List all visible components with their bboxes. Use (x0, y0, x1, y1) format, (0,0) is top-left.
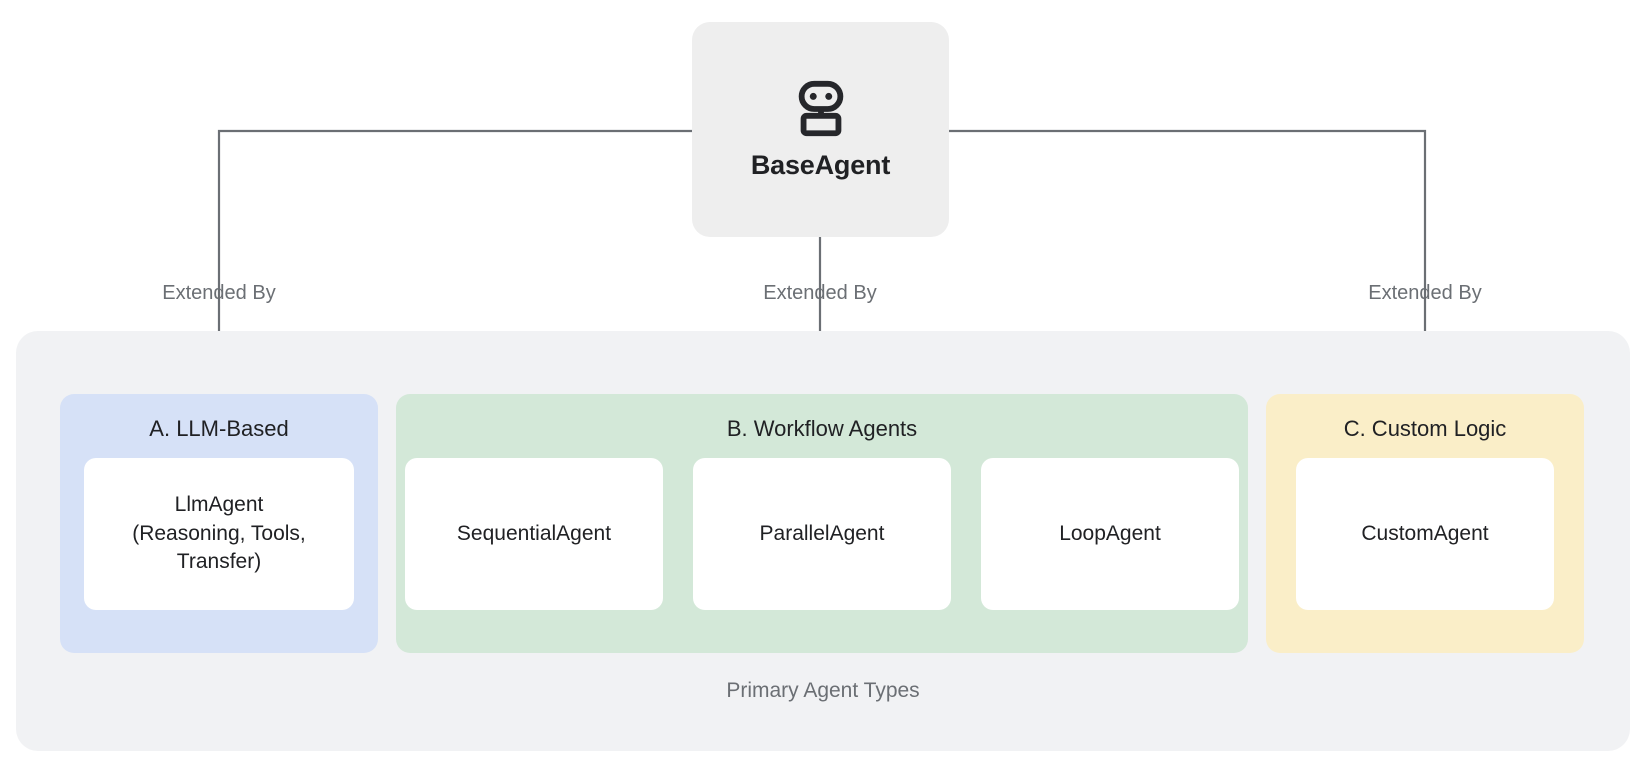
node-parallel-agent[interactable]: ParallelAgent (693, 458, 951, 610)
cluster-custom-logic-title: C. Custom Logic (1343, 416, 1507, 441)
cluster-llm-based-items: LlmAgent(Reasoning, Tools,Transfer) (60, 458, 378, 636)
cluster-workflow-agents[interactable]: B. Workflow Agents SequentialAgent Paral… (396, 394, 1248, 653)
cluster-workflow-agents-items: SequentialAgent ParallelAgent LoopAgent (381, 458, 1263, 636)
cluster-llm-based-title: A. LLM-Based (149, 416, 289, 441)
node-custom-agent[interactable]: CustomAgent (1296, 458, 1554, 610)
cluster-custom-logic-items: CustomAgent (1272, 458, 1578, 636)
edge-label-left: Extended By (162, 282, 276, 304)
primary-agent-types-caption: Primary Agent Types (726, 679, 920, 702)
node-loop-agent[interactable]: LoopAgent (981, 458, 1239, 610)
node-sequential-agent[interactable]: SequentialAgent (405, 458, 663, 610)
node-base-agent-label: BaseAgent (750, 150, 891, 180)
node-llm-agent[interactable]: LlmAgent(Reasoning, Tools,Transfer) (84, 458, 354, 610)
robot-icon (798, 80, 843, 137)
node-base-agent[interactable]: BaseAgent (692, 22, 949, 237)
edge-label-right: Extended By (1368, 282, 1482, 304)
cluster-custom-logic[interactable]: C. Custom Logic CustomAgent (1266, 394, 1584, 653)
cluster-llm-based[interactable]: A. LLM-Based LlmAgent(Reasoning, Tools,T… (60, 394, 378, 653)
cluster-workflow-agents-title: B. Workflow Agents (726, 416, 918, 441)
edge-label-middle: Extended By (763, 282, 877, 304)
